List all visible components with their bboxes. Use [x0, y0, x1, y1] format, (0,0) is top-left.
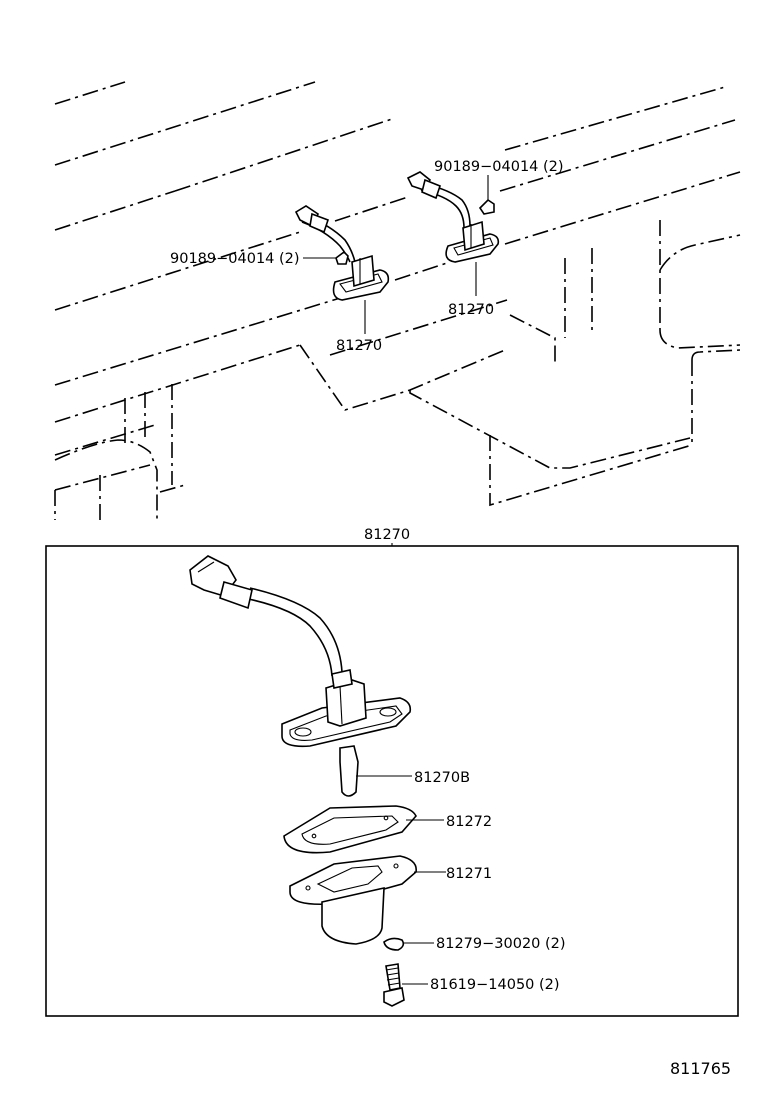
label-bulb: 81270B — [414, 770, 470, 786]
lamp-housing — [189, 555, 412, 748]
gasket — [283, 805, 444, 854]
label-lens: 81271 — [446, 866, 492, 882]
detail-title: 81270 — [364, 527, 410, 543]
license-lamp-right — [406, 171, 500, 263]
label-clip-left: 90189−04014 (2) — [170, 251, 300, 267]
bolt-clip-right — [478, 175, 495, 215]
bulb — [339, 745, 412, 797]
bolt-clip-left — [303, 250, 349, 265]
label-screw: 81619−14050 (2) — [430, 977, 560, 993]
label-nut: 81279−30020 (2) — [436, 936, 566, 952]
figure-number: 811765 — [670, 1059, 731, 1078]
label-gasket: 81272 — [446, 814, 492, 830]
label-lamp-left: 81270 — [336, 338, 382, 354]
label-lamp-right: 81270 — [448, 302, 494, 318]
nut — [383, 937, 434, 951]
screw — [383, 963, 428, 1007]
detail-frame — [45, 545, 739, 1017]
lens — [289, 855, 446, 945]
vehicle-body-outline — [54, 81, 741, 520]
label-clip-right: 90189−04014 (2) — [434, 159, 564, 175]
